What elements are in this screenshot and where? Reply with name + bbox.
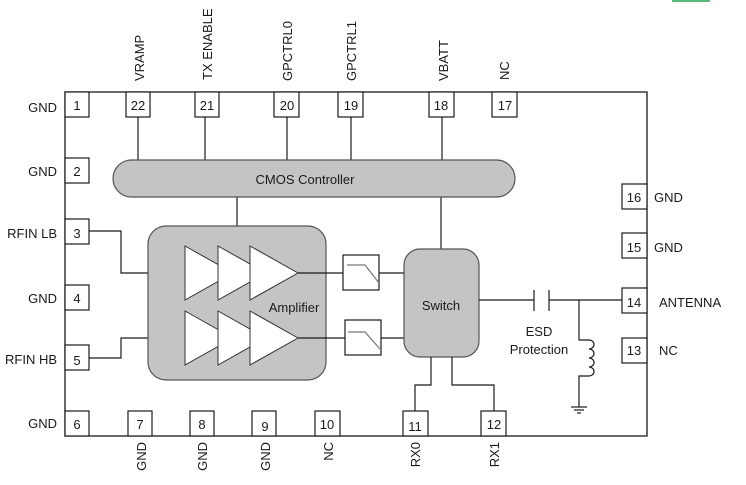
pin-12: 12 RX1: [480, 410, 507, 467]
svg-text:2: 2: [73, 164, 80, 179]
pin-label: RFIN LB: [7, 226, 57, 241]
pin-label: NC: [659, 343, 678, 358]
pin-label: GND: [28, 291, 57, 306]
svg-text:8: 8: [198, 417, 205, 432]
svg-text:11: 11: [408, 419, 422, 434]
pin-22: 22 VRAMP: [125, 35, 151, 118]
cmos-controller-label: CMOS Controller: [256, 172, 356, 187]
pin-4: 4 GND: [28, 284, 90, 311]
pin-label: RFIN HB: [5, 352, 57, 367]
accent-bar: [672, 0, 710, 2]
pin-label: VBATT: [436, 40, 451, 81]
esd-inductor: [578, 300, 595, 407]
svg-text:6: 6: [73, 417, 80, 432]
pin-17: 17 NC: [491, 61, 518, 118]
pin-label: TX ENABLE: [200, 8, 215, 80]
svg-text:19: 19: [344, 98, 358, 113]
amplifier-label: Amplifier: [269, 300, 320, 315]
pin-label: GND: [258, 442, 273, 471]
svg-text:15: 15: [627, 240, 641, 255]
svg-text:5: 5: [73, 353, 80, 368]
pin-label: GND: [134, 442, 149, 471]
pin-label: GPCTRL1: [344, 21, 359, 81]
svg-text:7: 7: [136, 417, 143, 432]
svg-text:21: 21: [200, 98, 214, 113]
svg-text:9: 9: [261, 419, 268, 434]
pin-21: 21 TX ENABLE: [194, 8, 220, 118]
pin-label: VRAMP: [132, 35, 147, 81]
svg-text:13: 13: [627, 343, 641, 358]
esd-capacitor: [479, 290, 622, 311]
ground-icon: [571, 406, 587, 414]
pin-label: NC: [497, 61, 512, 80]
svg-text:20: 20: [280, 98, 294, 113]
pin-label: GND: [28, 164, 57, 179]
pin-16: 16 GND: [621, 183, 683, 210]
svg-text:14: 14: [627, 295, 641, 310]
svg-text:16: 16: [627, 190, 641, 205]
pin-7: 7 GND: [127, 410, 153, 471]
amplifier-stages-hb: [184, 310, 300, 366]
svg-text:12: 12: [487, 417, 501, 432]
pin-label: RX0: [408, 442, 423, 467]
svg-text:4: 4: [73, 291, 80, 306]
pin-label: NC: [321, 442, 336, 461]
pin-label: GPCTRL0: [280, 21, 295, 81]
svg-text:22: 22: [131, 98, 145, 113]
pin-9: 9 GND: [251, 410, 277, 471]
pin-14: 14 ANTENNA: [621, 287, 721, 314]
pin-13: 13 NC: [621, 337, 678, 364]
amplifier-stages-lb: [184, 245, 300, 301]
pin-label: GND: [654, 190, 683, 205]
pin-label: GND: [654, 240, 683, 255]
pin-3: 3 RFIN LB: [7, 218, 90, 245]
esd-label-line2: Protection: [510, 342, 569, 357]
svg-text:18: 18: [434, 98, 448, 113]
pin-label: GND: [28, 100, 57, 115]
pin-11: 11 RX0: [402, 410, 429, 467]
pin-2: 2 GND: [28, 157, 90, 184]
pin-label: GND: [195, 442, 210, 471]
pin-label: RX1: [487, 442, 502, 467]
cmos-controller-block: [112, 159, 516, 198]
pin-20: 20 GPCTRL0: [273, 21, 300, 118]
pin-label: GND: [28, 416, 57, 431]
esd-label-line1: ESD: [526, 324, 553, 339]
control-wires: [137, 117, 443, 249]
pin-5: 5 RFIN HB: [5, 344, 90, 371]
switch-block: [403, 248, 480, 358]
pin-10: 10 NC: [314, 410, 341, 461]
svg-text:3: 3: [73, 226, 80, 241]
switch-label: Switch: [422, 298, 460, 313]
lowpass-filter-lb: [342, 254, 380, 291]
svg-text:17: 17: [498, 98, 512, 113]
pin-8: 8 GND: [189, 410, 215, 471]
pin-6: 6 GND: [28, 410, 90, 437]
svg-text:1: 1: [73, 98, 80, 113]
pin-19: 19 GPCTRL1: [337, 21, 364, 118]
lowpass-filter-hb: [344, 319, 382, 356]
pin-18: 18 VBATT: [428, 40, 455, 118]
pin-label: ANTENNA: [659, 295, 721, 310]
pin-1: 1 GND: [28, 91, 90, 118]
svg-text:10: 10: [320, 417, 334, 432]
pin-15: 15 GND: [621, 232, 683, 259]
